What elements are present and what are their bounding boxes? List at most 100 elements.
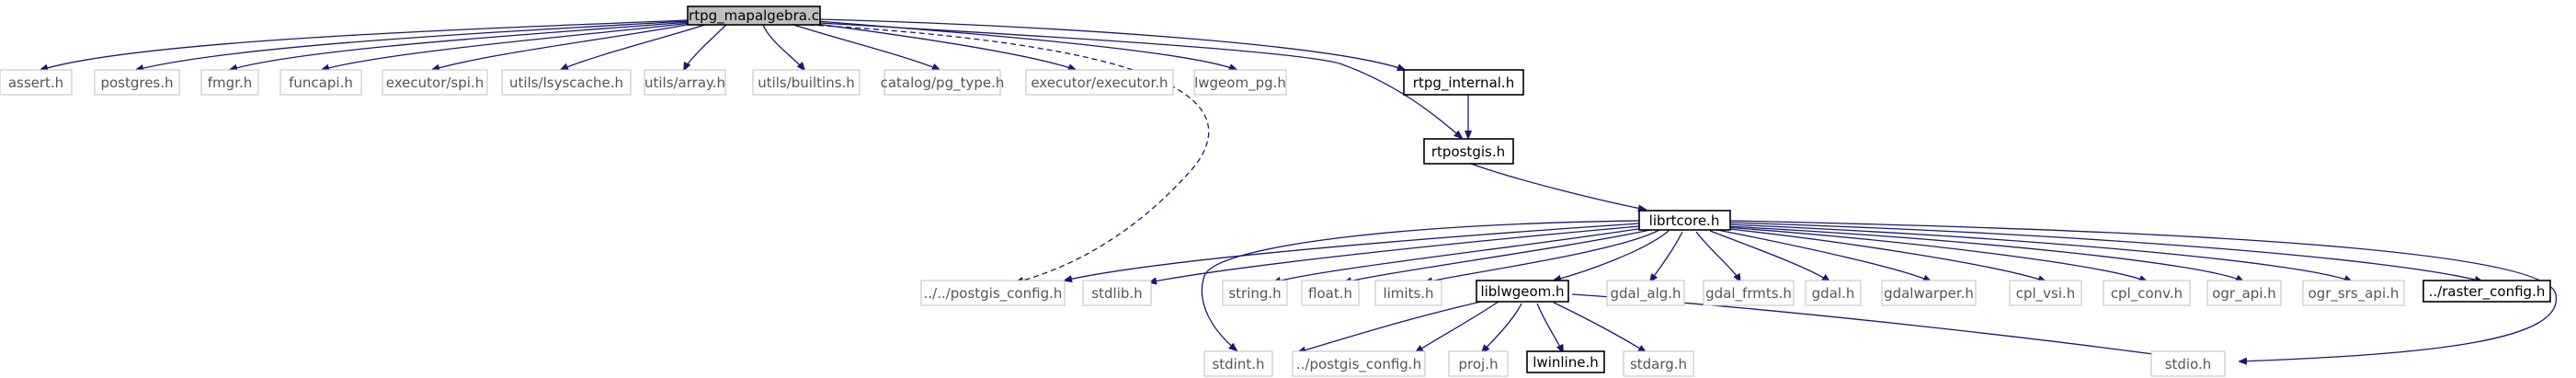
edge-root-builtins (762, 24, 804, 70)
edge-librtcore-cplvsi (1720, 227, 2046, 281)
node-label: rtpostgis.h (1431, 143, 1505, 160)
node-label: utils/array.h (644, 74, 725, 91)
edge-librtcore-gdalalg (1650, 231, 1683, 281)
edge-root-fmgr (230, 21, 690, 70)
node-cplconv[interactable]: cpl_conv.h (2103, 280, 2191, 306)
node-label: ../postgis_config.h (1296, 356, 1421, 373)
node-stdlib[interactable]: stdlib.h (1082, 280, 1152, 306)
node-string[interactable]: string.h (1222, 280, 1288, 306)
edge-librtcore-pgconfig1 (1065, 223, 1640, 281)
node-gdal[interactable]: gdal.h (1805, 280, 1862, 306)
node-label: stdio.h (2165, 356, 2212, 372)
node-cplvsi[interactable]: cpl_vsi.h (2009, 280, 2082, 306)
node-label: funcapi.h (289, 74, 353, 91)
node-label: fmgr.h (208, 74, 252, 91)
edge-root-lsyscache (561, 23, 709, 70)
node-lwinline[interactable]: lwinline.h (1526, 350, 1605, 373)
node-builtins[interactable]: utils/builtins.h (752, 69, 861, 96)
edge-librtcore-string (1273, 227, 1645, 282)
node-rasterconfig[interactable]: ../raster_config.h (2422, 280, 2551, 303)
node-label: ../raster_config.h (2429, 283, 2546, 301)
node-label: postgres.h (100, 74, 173, 91)
node-array[interactable]: utils/array.h (644, 69, 726, 96)
node-stdio[interactable]: stdio.h (2150, 350, 2226, 377)
edge-root-pgconfig1 (808, 24, 1210, 282)
node-pgtype[interactable]: catalog/pg_type.h (881, 69, 1005, 96)
node-root[interactable]: rtpg_mapalgebra.c (687, 6, 821, 26)
node-label: ogr_srs_api.h (2308, 285, 2399, 303)
node-stdarg[interactable]: stdarg.h (1623, 350, 1694, 377)
node-rtpginternal[interactable]: rtpg_internal.h (1403, 69, 1524, 96)
node-label: proj.h (1459, 356, 1499, 372)
node-label: liblwgeom.h (1480, 283, 1564, 300)
edge-librtcore-ograpi (1726, 225, 2243, 281)
edge-librtcore-limits (1425, 229, 1660, 282)
edge-root-rtpginternal (817, 18, 1405, 70)
node-label: librtcore.h (1649, 212, 1720, 229)
node-label: gdal.h (1812, 285, 1855, 302)
node-limits[interactable]: limits.h (1374, 280, 1442, 306)
node-ogrsrsapi[interactable]: ogr_srs_api.h (2302, 280, 2405, 306)
node-label: stdarg.h (1630, 356, 1687, 372)
node-float[interactable]: float.h (1301, 280, 1360, 306)
node-label: float.h (1308, 285, 1352, 302)
node-gdalfrmts[interactable]: gdal_frmts.h (1703, 280, 1795, 306)
edge-librtcore-ogrsrsapi (1727, 223, 2352, 281)
node-label: string.h (1228, 285, 1281, 302)
node-label: gdal_alg.h (1610, 285, 1681, 303)
node-label: ogr_api.h (2212, 285, 2276, 303)
edge-root-array (684, 24, 727, 70)
node-ograpi[interactable]: ogr_api.h (2206, 280, 2282, 306)
node-label: stdlib.h (1091, 285, 1142, 302)
node-assert[interactable]: assert.h (0, 69, 73, 96)
node-label: catalog/pg_type.h (881, 74, 1005, 92)
node-liblwgeom[interactable]: liblwgeom.h (1476, 280, 1569, 303)
edge-librtcore-gdalfrmts (1695, 231, 1740, 281)
node-label: rtpg_internal.h (1413, 74, 1514, 92)
edge-root-assert (40, 19, 689, 70)
node-executor[interactable]: executor/executor.h (1025, 69, 1174, 96)
edge-liblwgeom-pgconfig2 (1416, 301, 1499, 352)
edge-liblwgeom-proj (1482, 303, 1522, 352)
edge-librtcore-stdlib (1149, 225, 1640, 282)
edge-root-funcapi (322, 22, 692, 70)
edge-librtcore-stdio (1729, 220, 2558, 361)
edge-librtcore-cplconv (1724, 226, 2147, 281)
edge-librtcore-stdint (1201, 220, 1640, 350)
node-label: lwinline.h (1533, 354, 1598, 371)
edge-root-postgres (136, 20, 689, 70)
node-pgconfig1[interactable]: ../../postgis_config.h (920, 280, 1066, 306)
edge-liblwgeom-lwinline (1536, 303, 1563, 352)
node-lsyscache[interactable]: utils/lsyscache.h (501, 69, 632, 96)
edge-librtcore-gdalwarper (1716, 229, 1931, 281)
node-fmgr[interactable]: fmgr.h (200, 69, 259, 96)
node-label: stdint.h (1212, 356, 1264, 372)
node-lwgeompg[interactable]: lwgeom_pg.h (1193, 69, 1287, 96)
node-proj[interactable]: proj.h (1448, 350, 1509, 377)
node-label: gdalwarper.h (1884, 285, 1974, 302)
node-funcapi[interactable]: funcapi.h (279, 69, 362, 96)
edge-liblwgeom-stdarg (1553, 302, 1646, 352)
node-label: assert.h (8, 74, 63, 91)
edge-librtcore-float (1344, 229, 1651, 282)
node-label: executor/spi.h (386, 74, 484, 91)
node-postgres[interactable]: postgres.h (94, 69, 180, 96)
edge-librtcore-gdal (1709, 230, 1829, 281)
node-gdalwarper[interactable]: gdalwarper.h (1881, 280, 1977, 306)
node-spi[interactable]: executor/spi.h (382, 69, 488, 96)
node-label: ../../postgis_config.h (924, 285, 1063, 303)
edge-rtpostgis-librtcore (1470, 163, 1646, 210)
node-rtpostgis[interactable]: rtpostgis.h (1423, 138, 1514, 165)
edge-librtcore-rasterconfig (1729, 222, 2482, 281)
node-pgconfig2[interactable]: ../postgis_config.h (1292, 350, 1426, 377)
node-label: lwgeom_pg.h (1194, 74, 1286, 92)
node-stdint[interactable]: stdint.h (1203, 350, 1273, 377)
node-librtcore[interactable]: librtcore.h (1638, 210, 1731, 231)
edge-root-executor (808, 22, 1076, 70)
nodes: rtpg_mapalgebra.c assert.h postgres.h fm… (0, 6, 2551, 377)
node-label: rtpg_mapalgebra.c (689, 7, 819, 25)
node-label: utils/builtins.h (758, 74, 855, 91)
node-gdalalg[interactable]: gdal_alg.h (1606, 280, 1685, 306)
node-label: cpl_conv.h (2111, 285, 2183, 303)
